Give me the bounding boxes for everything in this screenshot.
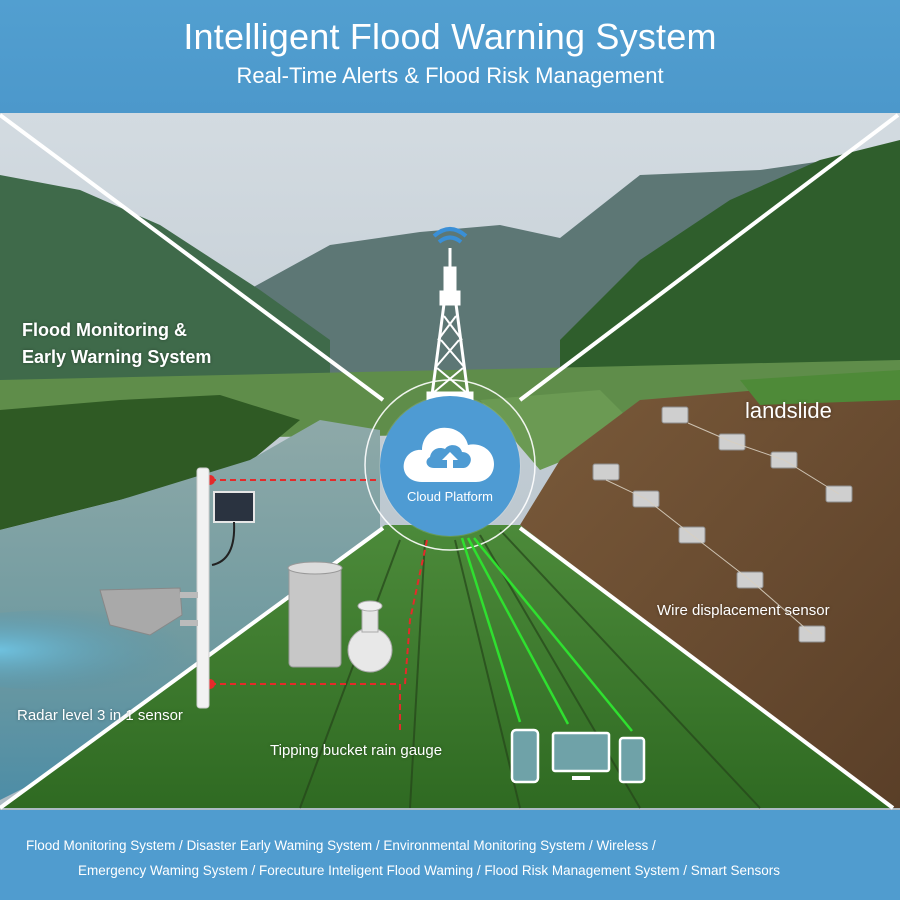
device-label-radar-level-sensor: Radar level 3 in 1 sensor bbox=[17, 707, 183, 724]
cloud-platform-label: Cloud Platform bbox=[407, 489, 493, 504]
cloud-platform-hub: Cloud Platform bbox=[380, 396, 520, 536]
section-label-line2: Early Warning System bbox=[22, 347, 212, 367]
scene-background bbox=[0, 113, 900, 810]
footer-keywords-line1: Flood Monitoring System / Disaster Early… bbox=[26, 838, 656, 853]
rain-gauge-icon bbox=[287, 561, 393, 673]
header-banner: Intelligent Flood Warning System Real-Ti… bbox=[0, 0, 900, 113]
page-title: Intelligent Flood Warning System bbox=[183, 16, 717, 57]
illustration-scene: Flood Monitoring & Early Warning System … bbox=[0, 113, 900, 810]
device-label-rain-gauge: Tipping bucket rain gauge bbox=[270, 742, 443, 759]
footer-keywords-line2: Emergency Waming System / Forecuture Int… bbox=[78, 863, 781, 878]
device-label-wire-displacement-sensor: Wire displacement sensor bbox=[657, 602, 830, 619]
terminal-devices bbox=[510, 728, 646, 784]
divider-lines bbox=[0, 113, 900, 810]
footer-keywords: Flood Monitoring System / Disaster Early… bbox=[0, 810, 900, 900]
cloud-upload-icon bbox=[403, 427, 494, 482]
radar-level-sensor-icon bbox=[99, 467, 255, 709]
section-label-flood-monitoring: Flood Monitoring & Early Warning System bbox=[22, 317, 211, 371]
page-subtitle: Real-Time Alerts & Flood Risk Management bbox=[236, 63, 664, 88]
section-label-landslide: landslide bbox=[745, 398, 832, 423]
section-label-line1: Flood Monitoring & bbox=[22, 320, 187, 340]
